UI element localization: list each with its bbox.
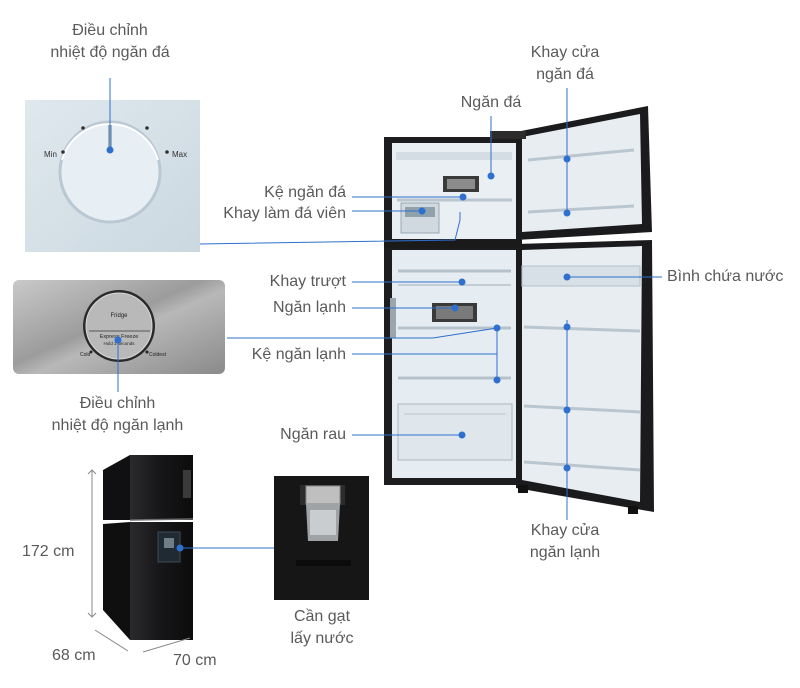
freezer-dial-panel: Min Max [25, 100, 200, 252]
fridge-control-panel: Fridge Express Freeze Hold 3 seconds Col… [13, 280, 225, 374]
label-water-lever: Cần gạt lấy nước [268, 606, 376, 650]
label-sliding-tray: Khay trượt [269, 273, 346, 290]
dial-min-text: Min [44, 150, 57, 159]
dial-max-text: Max [172, 150, 187, 159]
label-line: ngăn đá [536, 66, 594, 83]
crisper-drawer [397, 403, 513, 461]
fridge-dial-coldest: Coldest [149, 352, 167, 358]
dimension-depth: 68 cm [52, 647, 96, 664]
label-ice-tray: Khay làm đá viên [223, 205, 346, 222]
label-water-tank: Bình chứa nước [667, 268, 784, 285]
label-freezer-temp-control: Điều chỉnh nhiệt độ ngăn đá [30, 20, 190, 64]
label-line: nhiệt độ ngăn lạnh [51, 417, 184, 434]
closed-refrigerator [103, 455, 194, 640]
open-refrigerator [384, 106, 654, 514]
label-line: lấy nước [290, 630, 354, 647]
label-line: Khay cửa [530, 522, 600, 539]
label-line: Khay cửa [530, 44, 600, 61]
label-line: Cần gạt [293, 608, 351, 625]
leader-lines [109, 78, 662, 549]
marker-dots [106, 146, 571, 552]
label-freezer-shelf: Kệ ngăn đá [264, 184, 346, 201]
label-freezer: Ngăn đá [460, 94, 522, 111]
label-line: Điều chỉnh [79, 395, 156, 412]
fridge-dial-hint: Hold 3 seconds [103, 341, 135, 346]
dispenser-closeup [274, 476, 369, 600]
label-fridge-temp-control: Điều chỉnh nhiệt độ ngăn lạnh [30, 393, 205, 437]
label-crisper: Ngăn rau [280, 426, 346, 443]
label-line: Điều chỉnh [72, 22, 148, 39]
dimension-width: 70 cm [173, 652, 217, 669]
dimension-height: 172 cm [22, 543, 75, 560]
label-line: nhiệt độ ngăn đá [50, 44, 170, 61]
label-fridge: Ngăn lạnh [273, 299, 346, 316]
label-line: ngăn lạnh [529, 544, 601, 561]
label-fridge-door-tray: Khay cửa ngăn lạnh [505, 520, 625, 564]
water-tank [521, 265, 641, 287]
label-freezer-door-tray: Khay cửa ngăn đá [505, 42, 625, 86]
fridge-dial-cold: Cold [80, 352, 91, 358]
label-fridge-shelf: Kệ ngăn lạnh [251, 346, 346, 363]
fridge-dial-title: Fridge [110, 313, 128, 319]
dimension-lines [87, 469, 191, 653]
